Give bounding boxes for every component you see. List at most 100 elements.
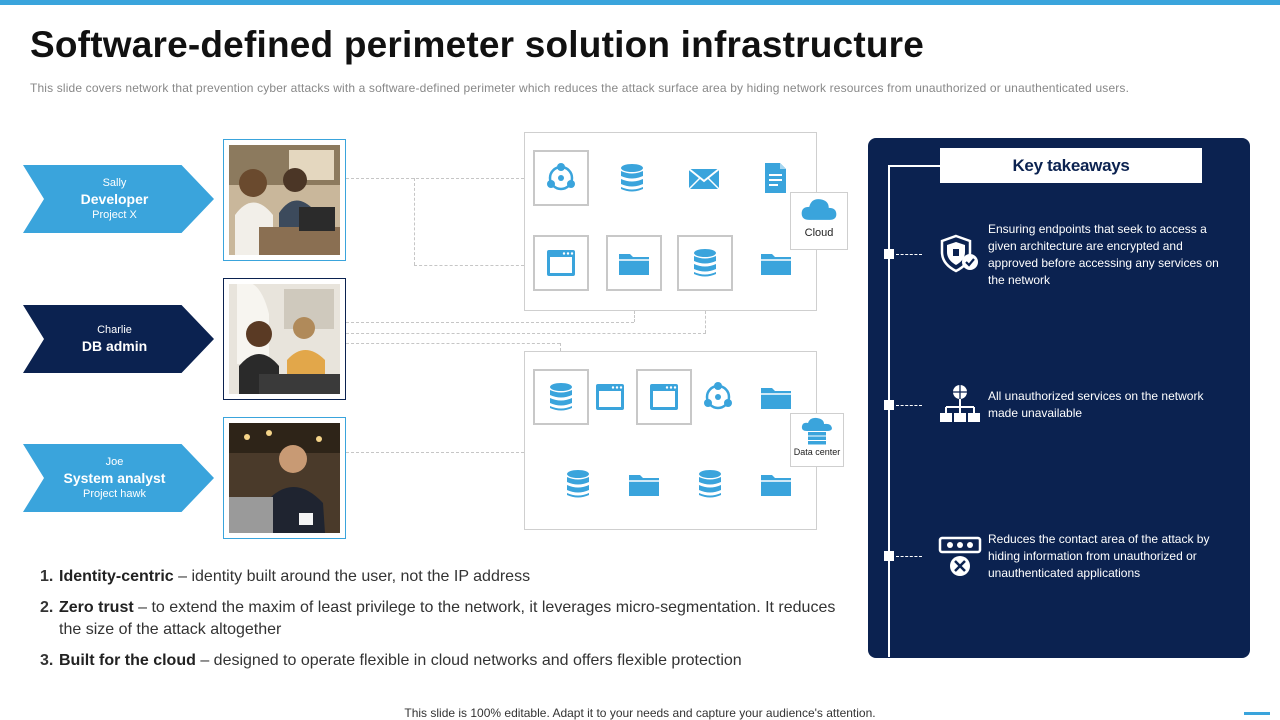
- timeline-marker: [884, 400, 894, 410]
- database-icon: [699, 470, 721, 498]
- item-number: 1.: [40, 568, 54, 585]
- timeline-dash: [896, 254, 922, 255]
- resource-tile: [690, 369, 746, 425]
- browser-window-icon: [650, 384, 678, 410]
- item-number: 2.: [40, 599, 54, 616]
- resource-tile: [677, 235, 733, 291]
- takeaway-text: Ensuring endpoints that seek to access a…: [988, 222, 1219, 287]
- network-hub-icon: [704, 382, 732, 410]
- key-takeaways-panel: [868, 138, 1250, 658]
- folder-icon: [629, 475, 659, 496]
- user-project: Project X: [92, 208, 137, 221]
- timeline-dash: [896, 405, 922, 406]
- resource-tile: [533, 150, 589, 206]
- resource-tile: [533, 235, 589, 291]
- item-heading: Zero trust: [59, 599, 134, 616]
- man-with-laptop-image: [229, 423, 340, 533]
- resource-tile: [747, 150, 803, 206]
- page-indicator: [1244, 712, 1270, 715]
- user-name: Charlie: [97, 324, 132, 336]
- user-chevron-joe: Joe System analyst Project hawk: [23, 444, 214, 512]
- cloud-icon: [801, 199, 837, 220]
- takeaways-timeline-top: [888, 165, 940, 167]
- connector-line: [705, 311, 706, 333]
- item-number: 3.: [40, 652, 54, 669]
- resource-tile: [533, 369, 589, 425]
- takeaway-text: All unauthorized services on the network…: [988, 389, 1204, 420]
- people-working-image: [229, 284, 340, 394]
- user-role: DB admin: [81, 338, 148, 354]
- user-name: Joe: [105, 455, 124, 468]
- resource-tile: [676, 150, 732, 206]
- datacenter-cloud-icon: [801, 417, 832, 445]
- takeaways-timeline: [888, 165, 890, 657]
- principle-item: 2. Zero trust – to extend the maxim of l…: [40, 597, 840, 641]
- folder-icon: [761, 388, 791, 409]
- photo-joe: [223, 417, 346, 539]
- timeline-dash: [896, 556, 922, 557]
- connector-line: [346, 452, 524, 453]
- connector-line: [634, 311, 635, 322]
- datacenter-resources-box: [524, 351, 817, 530]
- folder-icon: [619, 254, 649, 275]
- people-at-laptops-image: [229, 145, 340, 255]
- item-text: – identity built around the user, not th…: [173, 568, 531, 585]
- resource-tile: [606, 235, 662, 291]
- item-heading: Identity-centric: [59, 568, 174, 585]
- folder-icon: [761, 254, 791, 275]
- timeline-marker: [884, 551, 894, 561]
- timeline-marker: [884, 249, 894, 259]
- connector-line: [560, 343, 561, 351]
- connector-line: [346, 178, 524, 179]
- key-takeaways-heading: Key takeaways: [940, 148, 1202, 183]
- cloud-resources-box: [524, 132, 817, 311]
- photo-charlie: [223, 278, 346, 400]
- user-role: System analyst: [63, 469, 166, 486]
- resource-tile: [616, 456, 672, 512]
- datacenter-tag: Data center: [790, 413, 844, 467]
- item-text: – to extend the maxim of least privilege…: [59, 599, 836, 638]
- resource-tile: [748, 369, 804, 425]
- takeaway-text: Reduces the contact area of the attack b…: [988, 532, 1210, 580]
- photo-sally: [223, 139, 346, 261]
- page-title: Software-defined perimeter solution infr…: [30, 24, 925, 65]
- resource-tile: [682, 456, 738, 512]
- resource-tile: [748, 235, 804, 291]
- cloud-label: Cloud: [804, 227, 834, 239]
- page-subtitle: This slide covers network that preventio…: [30, 81, 1130, 95]
- document-icon: [765, 163, 786, 193]
- user-project: Project hawk: [83, 487, 146, 500]
- datacenter-label: Data center: [793, 447, 841, 457]
- connector-line: [414, 178, 415, 265]
- network-icon: [940, 385, 980, 422]
- database-icon: [550, 383, 572, 411]
- user-chevron-charlie: Charlie DB admin: [23, 305, 214, 373]
- resource-tile: [582, 369, 638, 425]
- browser-window-icon: [547, 250, 575, 276]
- principle-item: 3. Built for the cloud – designed to ope…: [40, 650, 840, 672]
- item-text: – designed to operate flexible in cloud …: [195, 652, 742, 669]
- principle-item: 1. Identity-centric – identity built aro…: [40, 566, 840, 588]
- principles-list: 1. Identity-centric – identity built aro…: [40, 566, 840, 681]
- folder-icon: [761, 475, 791, 496]
- footer-note: This slide is 100% editable. Adapt it to…: [404, 706, 876, 720]
- user-role: Developer: [80, 190, 149, 207]
- database-icon: [694, 249, 716, 277]
- network-hub-icon: [547, 163, 575, 191]
- resource-tile: [748, 456, 804, 512]
- cloud-tag: Cloud: [790, 192, 848, 250]
- user-name: Sally: [102, 176, 127, 189]
- item-heading: Built for the cloud: [59, 652, 196, 669]
- mail-icon: [688, 168, 720, 190]
- connector-line: [346, 322, 634, 323]
- user-chevron-sally: Sally Developer Project X: [23, 165, 214, 233]
- database-icon: [567, 470, 589, 498]
- resource-tile: [550, 456, 606, 512]
- resource-tile: [604, 150, 660, 206]
- database-icon: [621, 164, 643, 192]
- top-accent-bar: [0, 0, 1280, 5]
- connector-line: [414, 265, 524, 266]
- connector-line: [346, 343, 560, 344]
- shield-check-icon: [940, 234, 978, 273]
- browser-window-icon: [596, 384, 624, 410]
